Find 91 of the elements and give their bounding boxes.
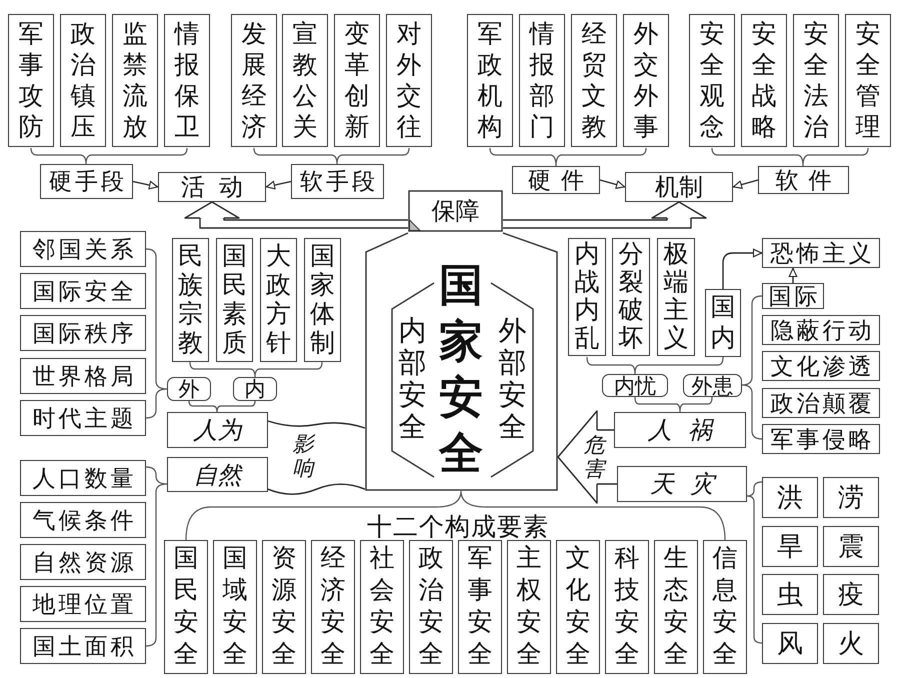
- block-arrow: [184, 201, 409, 229]
- category-box: 活动: [158, 172, 266, 202]
- term-box: 软件: [758, 166, 849, 194]
- term-box: 软手段: [291, 164, 384, 199]
- vertical-term-box: 情报部门: [519, 14, 565, 147]
- vertical-term-box: 分裂破坏: [612, 238, 650, 356]
- edge-label: 危害: [583, 433, 605, 481]
- term-box: 硬手段: [40, 164, 133, 199]
- category-box: 天灾: [617, 466, 747, 502]
- category-box: 人为: [167, 412, 268, 448]
- term-box: 国际: [762, 283, 824, 309]
- vertical-term-box: 军事攻防: [8, 14, 54, 147]
- vertical-term-box: 军政机构: [467, 14, 513, 147]
- vertical-term-box: 对外交往: [386, 14, 432, 147]
- arrow: [788, 268, 798, 283]
- vertical-term-box: 社会安全: [360, 540, 404, 674]
- vertical-term-box: 情报保卫: [164, 14, 210, 147]
- term-box: 疫: [823, 574, 879, 615]
- vertical-term-box: 大政方针: [260, 238, 297, 362]
- vertical-term-box: 发展经济: [231, 14, 277, 147]
- term-box: 风: [762, 623, 818, 664]
- term-box: 涝: [823, 477, 879, 518]
- vertical-term-box: 宣教公关: [282, 14, 328, 147]
- vertical-term-box: 信息安全: [703, 540, 747, 674]
- term-box: 洪: [762, 477, 818, 518]
- term-box: 地理位置: [20, 586, 146, 622]
- vertical-term-box: 安全观念: [689, 14, 735, 147]
- term-box: 自然资源: [20, 544, 146, 580]
- term-box: 政治颠覆: [762, 388, 880, 418]
- rounded-tag: 内: [233, 377, 277, 401]
- term-box: 时代主题: [20, 400, 146, 436]
- vertical-term-box: 监禁流放: [112, 14, 158, 147]
- rounded-tag: 外患: [683, 374, 742, 397]
- term-box: 火: [823, 623, 879, 664]
- vertical-term-box: 政治安全: [409, 540, 453, 674]
- term-box: 军事侵略: [762, 424, 880, 454]
- term-box: 国际秩序: [20, 315, 146, 351]
- vertical-term-box: 国民安全: [164, 540, 208, 674]
- arrow: [732, 179, 758, 189]
- term-box: 隐蔽行动: [762, 315, 880, 345]
- category-box: 自然: [167, 457, 268, 492]
- vertical-term-box: 经济安全: [311, 540, 355, 674]
- vertical-term-box: 科技安全: [605, 540, 649, 674]
- vertical-term-box: 国内: [705, 289, 741, 357]
- vertical-term-box: 内战内乱: [568, 238, 606, 356]
- term-box: 恐怖主义: [762, 238, 880, 268]
- vertical-term-box: 经贸文教: [571, 14, 617, 147]
- angled-frame: 内部安全: [390, 282, 435, 478]
- vertical-term-box: 安全管理: [845, 14, 891, 147]
- arrow: [722, 248, 762, 289]
- arrow: [600, 179, 626, 189]
- term-box: 世界格局: [20, 358, 146, 394]
- vertical-term-box: 极端主义: [657, 238, 695, 356]
- central-title: 国家安全: [438, 260, 484, 480]
- vertical-term-box: 军事安全: [458, 540, 502, 674]
- banner-box: 保障: [408, 190, 503, 232]
- term-box: 旱: [762, 526, 818, 567]
- vertical-term-box: 生态安全: [654, 540, 698, 674]
- rounded-tag: 内忧: [602, 374, 668, 397]
- vertical-term-box: 安全法治: [793, 14, 839, 147]
- vertical-term-box: 国域安全: [213, 540, 257, 674]
- vertical-term-box: 政治镇压: [60, 14, 106, 147]
- term-box: 邻国关系: [20, 231, 146, 267]
- arrow: [132, 180, 158, 190]
- group-heading: 十二个构成要素: [367, 513, 549, 543]
- vertical-term-box: 国家体制: [304, 238, 341, 362]
- wavy-line: [268, 484, 366, 495]
- central-box: [365, 232, 558, 491]
- category-box: 人祸: [614, 412, 746, 448]
- vertical-term-box: 外交外事: [623, 14, 669, 147]
- term-box: 气候条件: [20, 502, 146, 538]
- vertical-term-box: 文化安全: [556, 540, 600, 674]
- term-box: 虫: [762, 574, 818, 615]
- arrow: [266, 180, 292, 190]
- term-box: 震: [823, 526, 879, 567]
- wavy-line: [268, 420, 366, 429]
- vertical-term-box: 主权安全: [507, 540, 551, 674]
- term-box: 文化渗透: [762, 351, 880, 381]
- term-box: 国土面积: [20, 628, 146, 664]
- vertical-term-box: 资源安全: [262, 540, 306, 674]
- block-arrow: [502, 201, 707, 229]
- term-box: 硬件: [512, 166, 600, 194]
- angled-frame: 外部安全: [490, 282, 535, 478]
- vertical-term-box: 安全战略: [741, 14, 787, 147]
- vertical-term-box: 民族宗教: [172, 238, 209, 362]
- rounded-tag: 外: [167, 377, 211, 401]
- term-box: 国际安全: [20, 273, 146, 309]
- vertical-term-box: 国民素质: [216, 238, 253, 362]
- category-box: 机制: [625, 172, 733, 202]
- vertical-term-box: 变革创新: [334, 14, 380, 147]
- term-box: 人口数量: [20, 460, 146, 496]
